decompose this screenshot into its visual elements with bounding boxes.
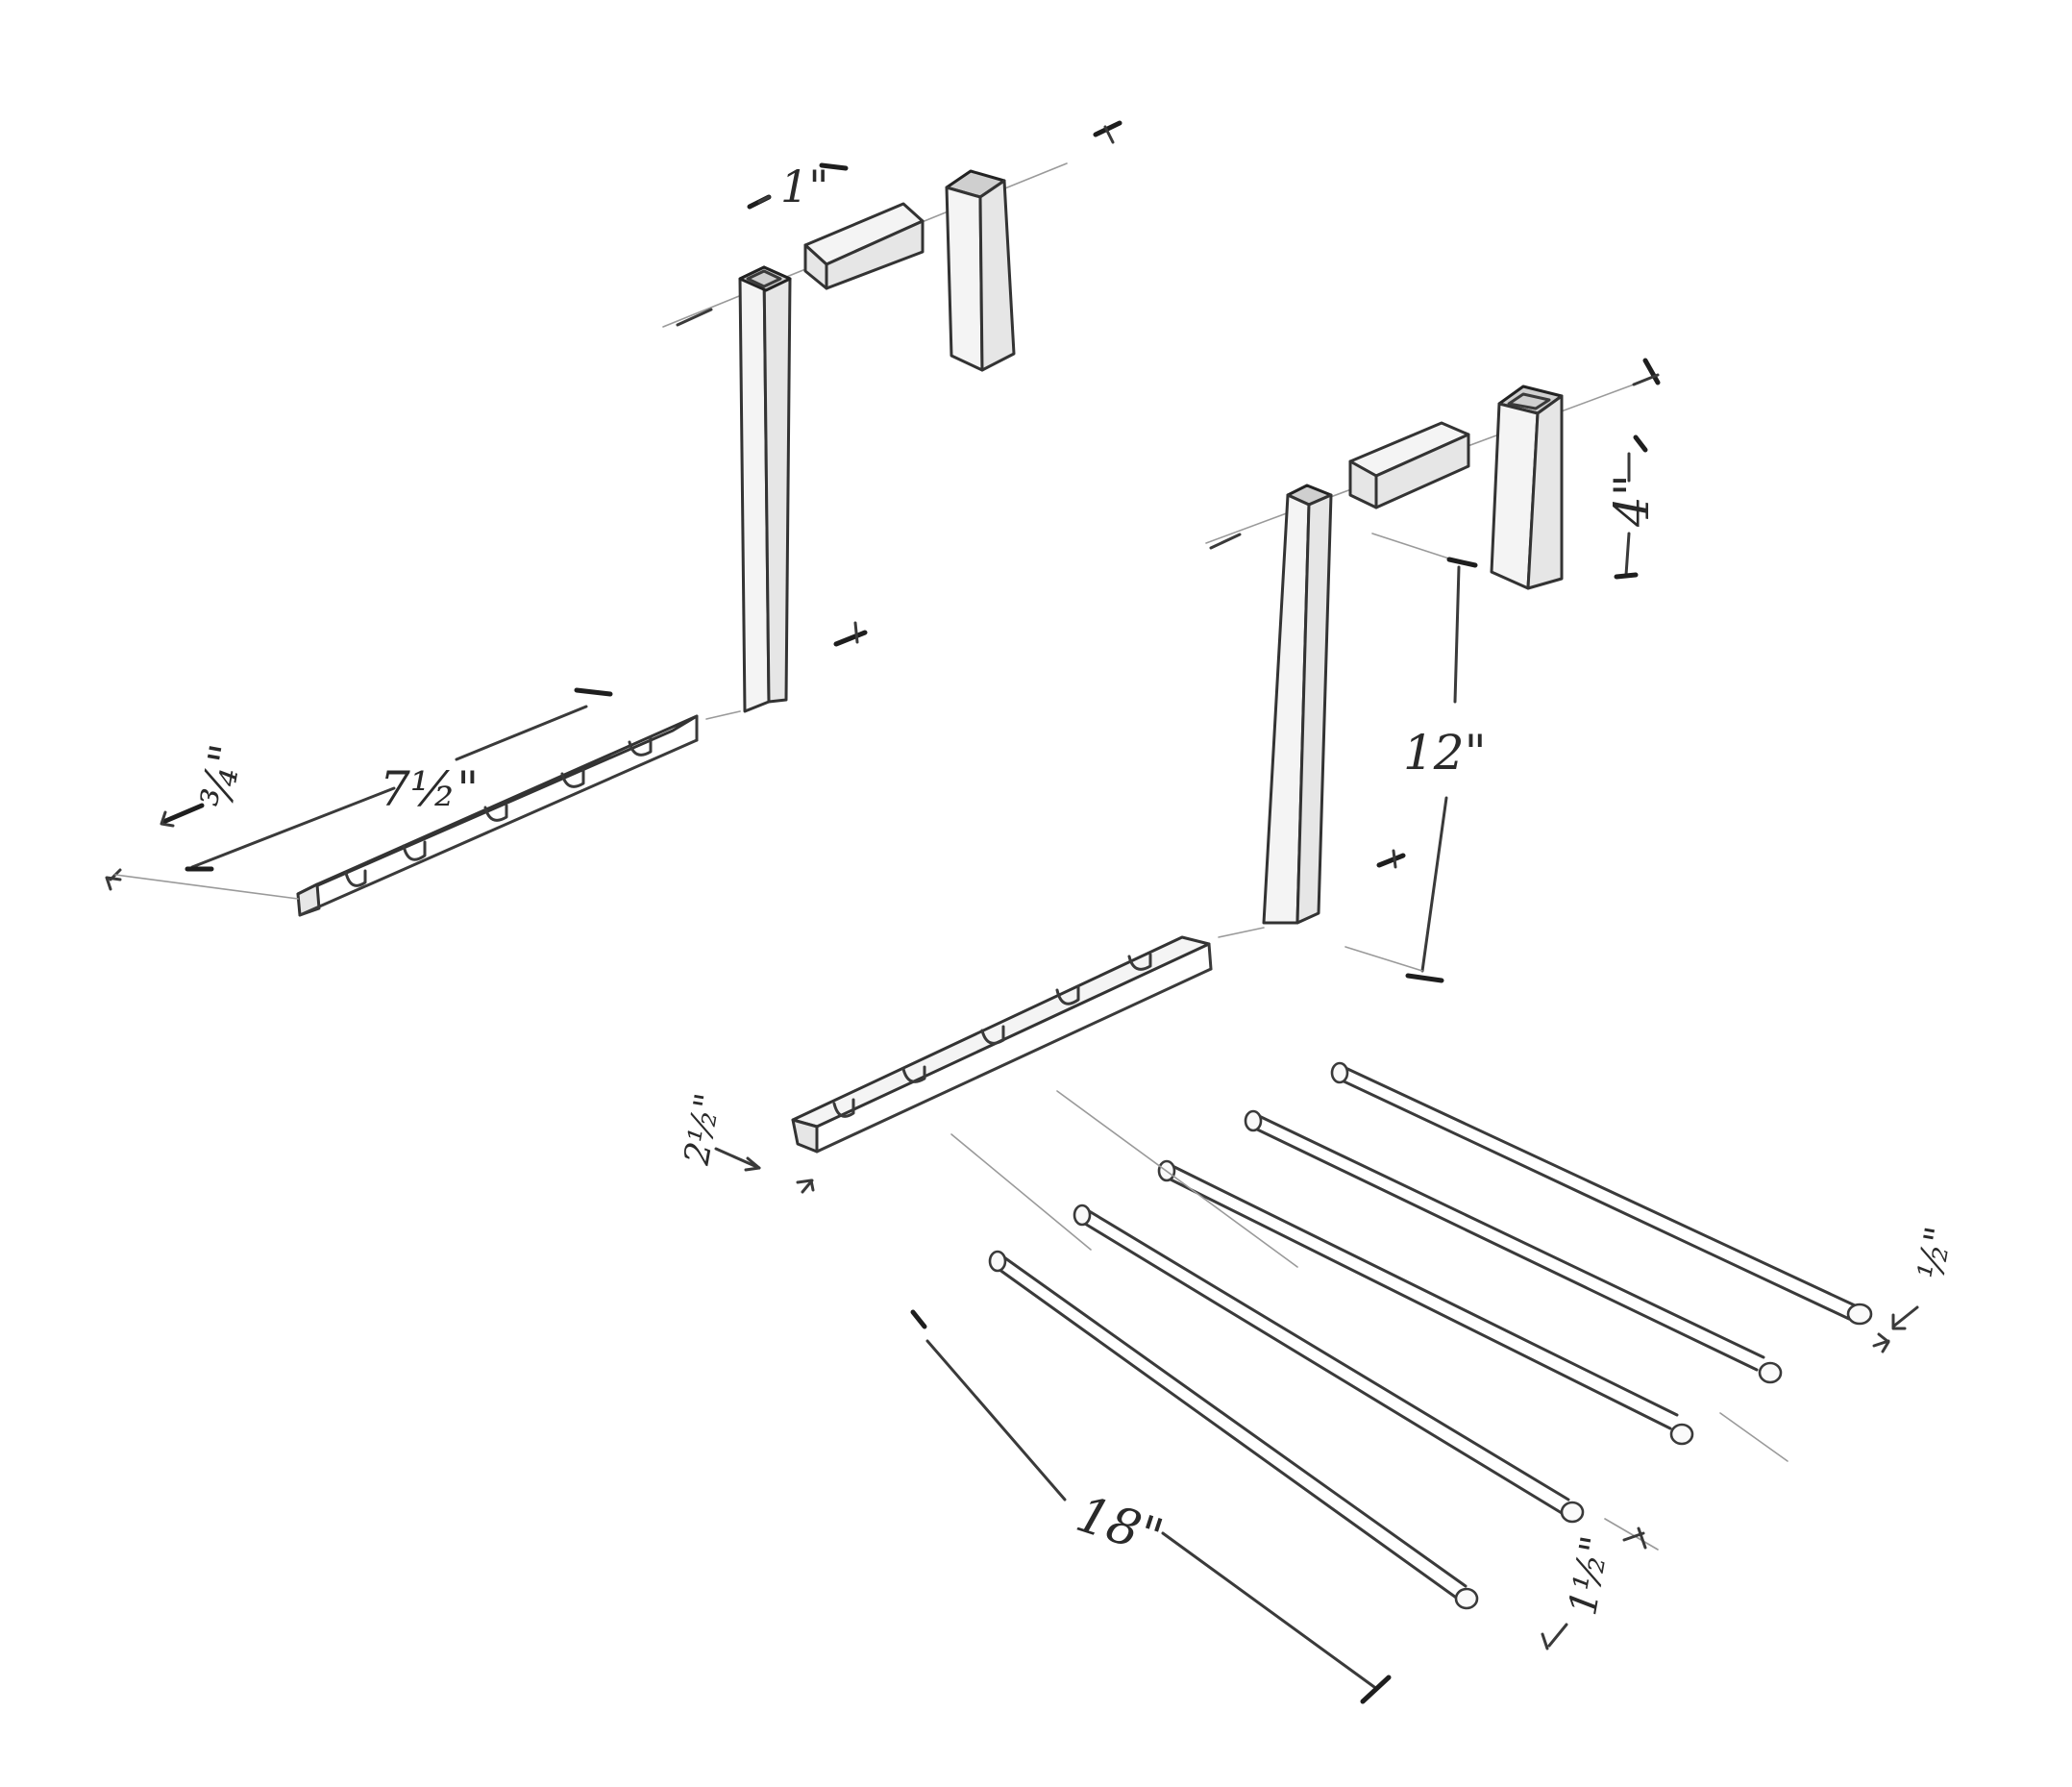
dowel [1157, 1159, 1694, 1446]
dowel [988, 1250, 1479, 1610]
tenon-length-label: 1" [780, 161, 828, 212]
left-leg [738, 265, 792, 713]
rail-length-dimension: 7½" [185, 687, 613, 872]
left-assembly: 1" 7½" [105, 120, 1122, 917]
left-tenon-block [803, 202, 925, 290]
dowel-diameter-label: ½" [1910, 1224, 1961, 1282]
rail-depth-label: ¾" [190, 740, 253, 811]
right-leg [1262, 484, 1333, 925]
rail-length-label: 7½" [380, 761, 479, 817]
left-bottom-rail [296, 714, 699, 917]
dowel-spacing-label: 1½" [1561, 1533, 1618, 1619]
right-assembly: 4" 12" [678, 358, 1961, 1704]
leg-height-dimension: 12" [1344, 533, 1487, 983]
right-upper-post [1490, 385, 1564, 590]
right-tenon-block [1348, 421, 1470, 509]
dowel-length-dimension: 18" [910, 1309, 1392, 1704]
dowel [1244, 1109, 1783, 1384]
right-bottom-rail [791, 927, 1265, 1154]
dowel [1073, 1204, 1585, 1524]
dowel-spacing-dimension: 1½" [1541, 1526, 1647, 1650]
post-height-label: 4" [1604, 474, 1660, 528]
dowel-diameter-dimension: ½" [1872, 1224, 1961, 1353]
rail-width-label: 2½" [678, 1090, 728, 1168]
post-height-dimension: 4" [1604, 434, 1660, 580]
tenon-dimension: 1" [747, 161, 849, 212]
left-upper-post [945, 169, 1016, 372]
dowels [950, 1061, 1873, 1610]
dowel [1330, 1061, 1873, 1326]
dowel-length-label: 18" [1070, 1485, 1170, 1567]
leg-height-label: 12" [1403, 725, 1487, 781]
rail-width-dimension: 2½" [678, 1090, 815, 1194]
rail-depth-dimension: ¾" [105, 740, 299, 900]
